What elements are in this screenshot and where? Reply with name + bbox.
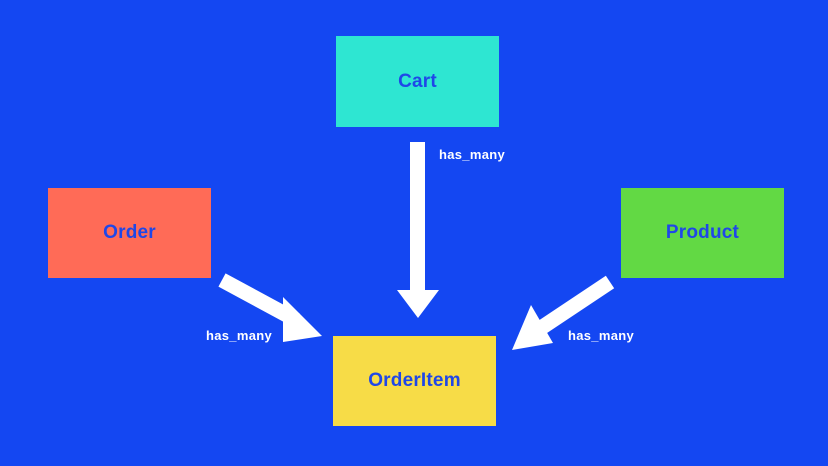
node-cart-label: Cart <box>398 70 437 92</box>
node-order-label: Order <box>103 222 156 243</box>
node-orderitem: OrderItem <box>333 336 496 426</box>
arrow-order-to-orderitem <box>218 273 322 342</box>
node-product: Product <box>621 188 784 278</box>
arrow-cart-to-orderitem <box>397 142 439 318</box>
node-order: Order <box>48 188 211 278</box>
arrow-product-to-orderitem <box>512 275 615 350</box>
edge-label-product-orderitem: has_many <box>568 328 634 343</box>
node-cart: Cart <box>336 36 499 127</box>
node-product-label: Product <box>665 222 740 243</box>
edge-label-order-orderitem: has_many <box>206 328 272 343</box>
edge-label-cart-orderitem: has_many <box>439 147 505 162</box>
node-orderitem-label: OrderItem <box>368 370 461 391</box>
